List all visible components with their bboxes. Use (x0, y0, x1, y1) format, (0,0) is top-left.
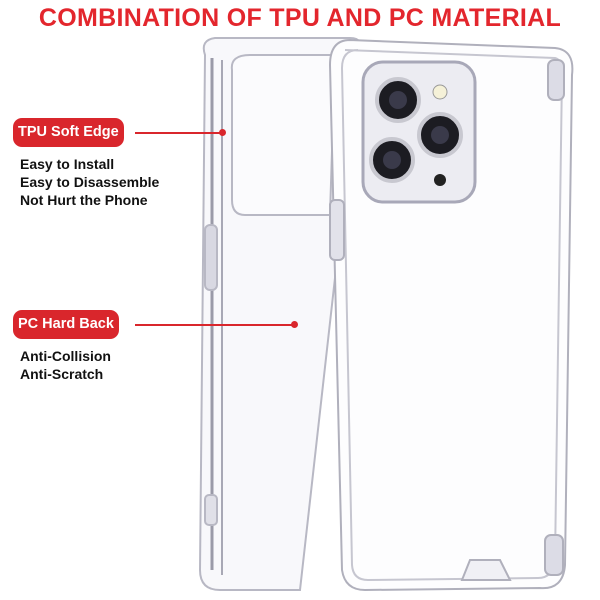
feature-item: Anti-Scratch (20, 366, 104, 382)
camera-module (361, 60, 477, 204)
pc-leader-line (135, 324, 295, 326)
pc-hard-back-badge: PC Hard Back (13, 310, 119, 339)
feature-item: Easy to Disassemble (20, 174, 160, 190)
feature-item: Not Hurt the Phone (20, 192, 148, 208)
page-title: COMBINATION OF TPU AND PC MATERIAL (38, 4, 562, 32)
pc-features: Anti-Collision Anti-Scratch (20, 347, 111, 383)
tpu-leader-dot (219, 129, 226, 136)
back-case (198, 37, 363, 591)
tpu-leader-line (135, 132, 225, 134)
feature-item: Easy to Install (20, 156, 115, 172)
tpu-features: Easy to Install Easy to Disassemble Not … (20, 155, 159, 209)
tpu-soft-edge-badge: TPU Soft Edge (13, 118, 124, 147)
feature-item: Anti-Collision (20, 348, 111, 364)
pc-leader-dot (291, 321, 298, 328)
